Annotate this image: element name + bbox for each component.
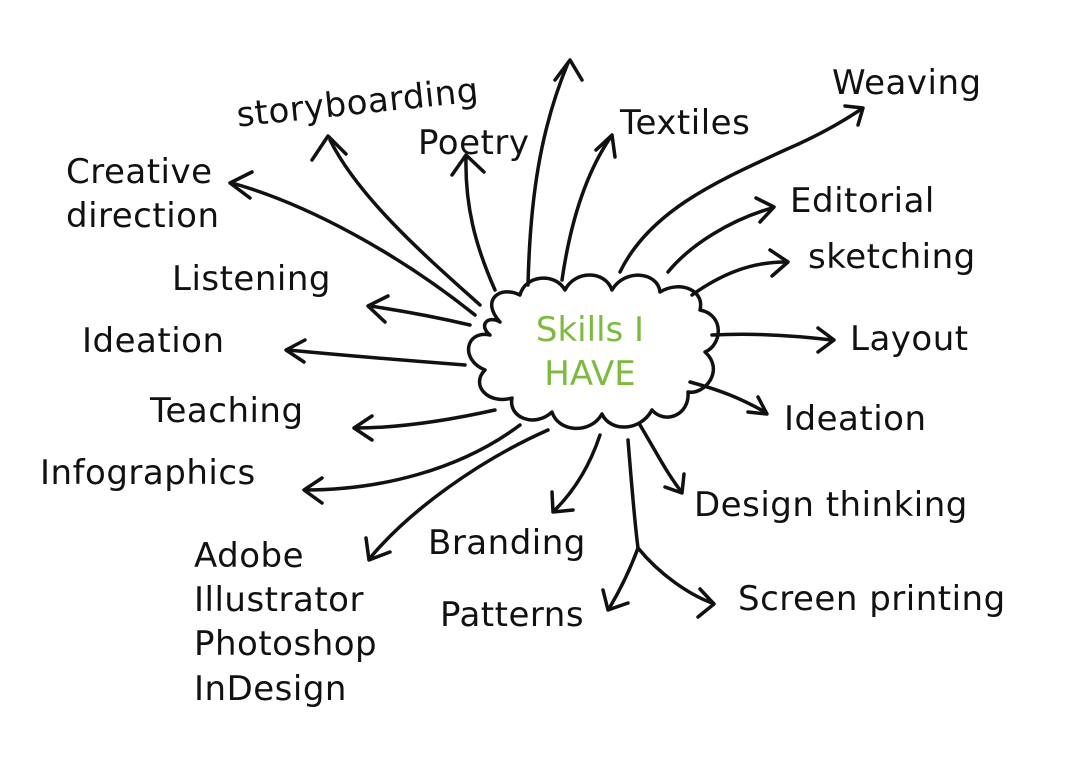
- connector-adobe: [368, 428, 550, 560]
- label-indesign: InDesign: [194, 668, 347, 709]
- label-layout: Layout: [850, 319, 969, 359]
- connector-listening: [368, 304, 472, 327]
- connector-ideation-right: [688, 380, 767, 414]
- center-title: Skills I HAVE: [470, 308, 710, 396]
- connector-branding: [553, 433, 602, 512]
- label-editorial: Editorial: [790, 181, 935, 221]
- label-teaching: Teaching: [150, 391, 304, 431]
- connector-patterns-screen-printing: [626, 438, 640, 550]
- label-listening: Listening: [172, 259, 331, 299]
- connector-up: [526, 61, 570, 287]
- label-ideation-right: Ideation: [784, 399, 927, 439]
- arrowhead-weaving: [843, 104, 865, 127]
- connector-teaching: [353, 408, 497, 430]
- center-cloud: [467, 273, 720, 431]
- arrowhead-patterns: [601, 588, 630, 612]
- arrowhead-teaching: [352, 414, 374, 442]
- connector-design-thinking: [638, 423, 682, 492]
- connector-ideation-left: [286, 348, 467, 367]
- arrowhead-adobe: [364, 536, 392, 562]
- label-creative-direction-line1: Creative: [66, 152, 213, 192]
- label-creative-direction-line2: direction: [66, 196, 220, 237]
- connector-infographics: [303, 423, 522, 492]
- connector-editorial: [666, 206, 774, 274]
- label-adobe-group: Adobe Illustrator Photoshop InDesign: [194, 534, 377, 711]
- connector-sketching: [690, 260, 787, 297]
- connector-textiles: [560, 136, 612, 282]
- label-poetry: Poetry: [418, 123, 530, 163]
- arrowhead-up: [553, 58, 584, 82]
- connector-poetry: [464, 156, 497, 292]
- connector-weaving: [618, 108, 862, 274]
- connector-creative-direction: [230, 181, 477, 317]
- connector-screen-printing: [636, 546, 714, 605]
- center-title-line1: Skills I: [535, 310, 645, 350]
- connector-storyboarding: [328, 138, 482, 307]
- arrowhead-design-thinking: [663, 472, 686, 495]
- label-weaving: Weaving: [832, 63, 982, 103]
- arrowhead-infographics: [302, 476, 324, 505]
- label-patterns: Patterns: [440, 595, 585, 635]
- arrowhead-storyboarding: [310, 134, 348, 162]
- label-creative-direction: Creative direction: [66, 150, 220, 238]
- center-title-line2: HAVE: [544, 354, 636, 395]
- arrowhead-listening: [366, 294, 390, 324]
- label-adobe: Adobe: [194, 536, 305, 576]
- arrowhead-sketching: [768, 248, 790, 278]
- label-design-thinking: Design thinking: [694, 485, 968, 525]
- label-screen-printing: Screen printing: [738, 579, 1006, 619]
- arrowhead-poetry: [450, 153, 486, 177]
- label-sketching: sketching: [808, 237, 976, 277]
- arrowhead-ideation-right: [746, 395, 769, 416]
- arrowhead-textiles: [594, 133, 617, 159]
- arrowhead-ideation-left: [284, 338, 307, 364]
- arrowhead-editorial: [754, 196, 776, 224]
- label-infographics: Infographics: [40, 453, 256, 493]
- label-photoshop: Photoshop: [194, 624, 378, 665]
- arrowhead-branding: [550, 490, 575, 514]
- connector-layout: [710, 332, 834, 342]
- connector-patterns: [608, 546, 640, 609]
- label-textiles: Textiles: [620, 103, 751, 143]
- arrowhead-creative-direction: [228, 170, 254, 200]
- arrowhead-layout: [816, 326, 836, 354]
- label-illustrator: Illustrator: [194, 580, 364, 621]
- arrowhead-screen-printing: [696, 587, 716, 619]
- label-ideation-left: Ideation: [82, 321, 225, 361]
- label-branding: Branding: [428, 523, 586, 563]
